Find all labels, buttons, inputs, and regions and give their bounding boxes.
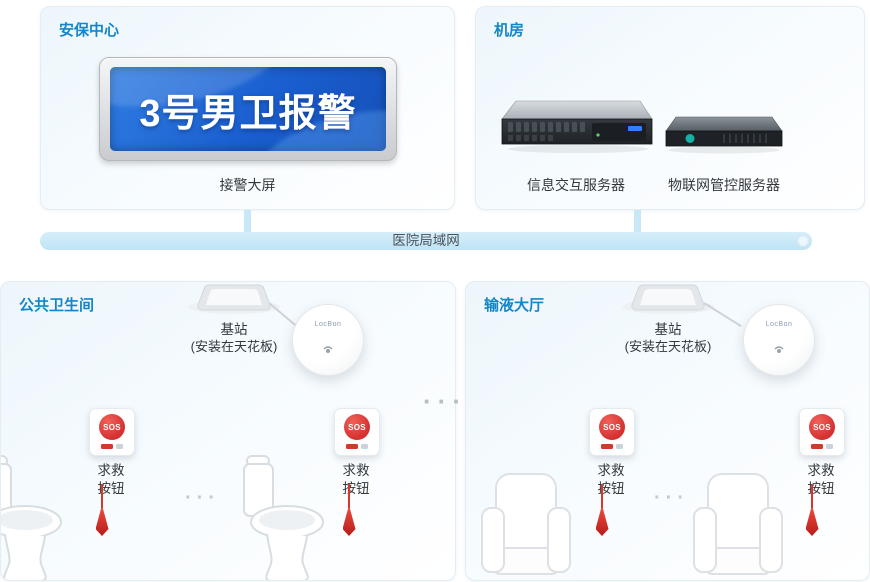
security-center-title: 安保中心 bbox=[59, 22, 120, 39]
sos-button[interactable]: SOS bbox=[89, 408, 135, 456]
rack-server-1u-icon bbox=[665, 116, 783, 154]
antenna-icon bbox=[323, 346, 333, 353]
ceiling-base-station-icon bbox=[188, 284, 280, 314]
ceiling-base-station-icon bbox=[622, 284, 714, 314]
sos-gray-slot bbox=[826, 444, 833, 449]
sos-button[interactable]: SOS bbox=[799, 408, 845, 456]
sos-circle[interactable]: SOS bbox=[599, 414, 625, 440]
pull-cord[interactable] bbox=[594, 484, 610, 536]
armchair-icon bbox=[481, 473, 571, 575]
antenna-icon bbox=[774, 346, 784, 353]
alarm-message: 3号男卫报警 bbox=[139, 92, 357, 135]
call-button-label: 求救 按钮 bbox=[793, 462, 849, 498]
pull-cord[interactable] bbox=[94, 484, 110, 536]
panel-infusion-hall: 输液大厅 基站 (安装在天花板) LocBon bbox=[465, 281, 870, 581]
sos-circle[interactable]: SOS bbox=[99, 414, 125, 440]
cord-line bbox=[101, 484, 103, 508]
pull-cord[interactable] bbox=[804, 484, 820, 536]
toilet-icon bbox=[243, 455, 324, 580]
restroom-title: 公共卫生间 bbox=[19, 297, 95, 314]
call-button-label-line2: 按钮 bbox=[807, 481, 835, 496]
call-button-label-line2: 按钮 bbox=[597, 481, 625, 496]
sos-button-slots bbox=[601, 444, 623, 449]
alarm-screen: 3号男卫报警 bbox=[110, 67, 386, 151]
cord-handle[interactable] bbox=[595, 508, 609, 536]
call-button-label-line1: 求救 bbox=[807, 463, 835, 478]
cord-line bbox=[811, 484, 813, 508]
pull-cord[interactable] bbox=[341, 484, 357, 536]
infusion-hall-title: 输液大厅 bbox=[484, 297, 545, 314]
more-ellipsis: ··· bbox=[654, 487, 689, 509]
sos-button[interactable]: SOS bbox=[589, 408, 635, 456]
sos-gray-slot bbox=[116, 444, 123, 449]
call-button-label-line1: 求救 bbox=[342, 463, 370, 478]
sos-circle[interactable]: SOS bbox=[344, 414, 370, 440]
sos-button-slots bbox=[101, 444, 123, 449]
base-station-label: 基站 bbox=[654, 322, 682, 337]
sos-button-slots bbox=[346, 444, 368, 449]
lan-bus-endcap bbox=[797, 235, 809, 247]
cord-handle[interactable] bbox=[805, 508, 819, 536]
armchair-icon bbox=[693, 473, 783, 575]
call-button-label-line1: 求救 bbox=[597, 463, 625, 478]
call-button-label: 求救 按钮 bbox=[83, 462, 139, 498]
screen-caption: 接警大屏 bbox=[219, 177, 276, 193]
rack-server-2u-icon bbox=[501, 100, 653, 153]
panel-security-center: 安保中心 3号男卫报警 接警大屏 bbox=[40, 6, 455, 210]
sos-gray-slot bbox=[616, 444, 623, 449]
sos-red-slot bbox=[101, 444, 113, 449]
sos-red-slot bbox=[346, 444, 358, 449]
connector-security-to-lan bbox=[244, 210, 251, 233]
base-station-note: (安装在天花板) bbox=[624, 339, 712, 354]
more-rooms-ellipsis: ··· bbox=[423, 386, 467, 416]
sos-red-slot bbox=[811, 444, 823, 449]
sos-gray-slot bbox=[361, 444, 368, 449]
base-station-label: 基站 bbox=[220, 322, 248, 337]
sos-red-slot bbox=[601, 444, 613, 449]
interaction-server-label: 信息交互服务器 bbox=[527, 177, 625, 193]
base-station-beacon: LocBon bbox=[292, 304, 364, 376]
base-station-note: (安装在天花板) bbox=[190, 339, 278, 354]
sos-button[interactable]: SOS bbox=[334, 408, 380, 456]
call-button-label-line1: 求救 bbox=[97, 463, 125, 478]
cord-line bbox=[601, 484, 603, 508]
alarm-display-screen: 3号男卫报警 bbox=[99, 57, 397, 161]
panel-public-restroom: 公共卫生间 基站 (安装在天花板) LocBon bbox=[0, 281, 456, 581]
iot-server-label: 物联网管控服务器 bbox=[668, 177, 780, 193]
base-station-beacon: LocBon bbox=[743, 304, 815, 376]
panel-server-room: 机房 bbox=[475, 6, 865, 210]
hospital-lan-bus: 医院局域网 bbox=[40, 232, 812, 250]
cord-line bbox=[348, 484, 350, 508]
beacon-brand-label: LocBon bbox=[765, 321, 793, 328]
lan-label: 医院局域网 bbox=[392, 233, 460, 248]
server-room-title: 机房 bbox=[494, 22, 525, 39]
cord-handle[interactable] bbox=[95, 508, 109, 536]
more-ellipsis: ··· bbox=[185, 487, 220, 509]
beacon-brand-label: LocBon bbox=[314, 321, 342, 328]
call-button-label: 求救 按钮 bbox=[583, 462, 639, 498]
connector-server-to-lan bbox=[634, 210, 641, 233]
toilet-icon bbox=[1, 455, 62, 580]
cord-handle[interactable] bbox=[342, 508, 356, 536]
sos-circle[interactable]: SOS bbox=[809, 414, 835, 440]
sos-button-slots bbox=[811, 444, 833, 449]
call-button-label-line2: 按钮 bbox=[97, 481, 125, 496]
